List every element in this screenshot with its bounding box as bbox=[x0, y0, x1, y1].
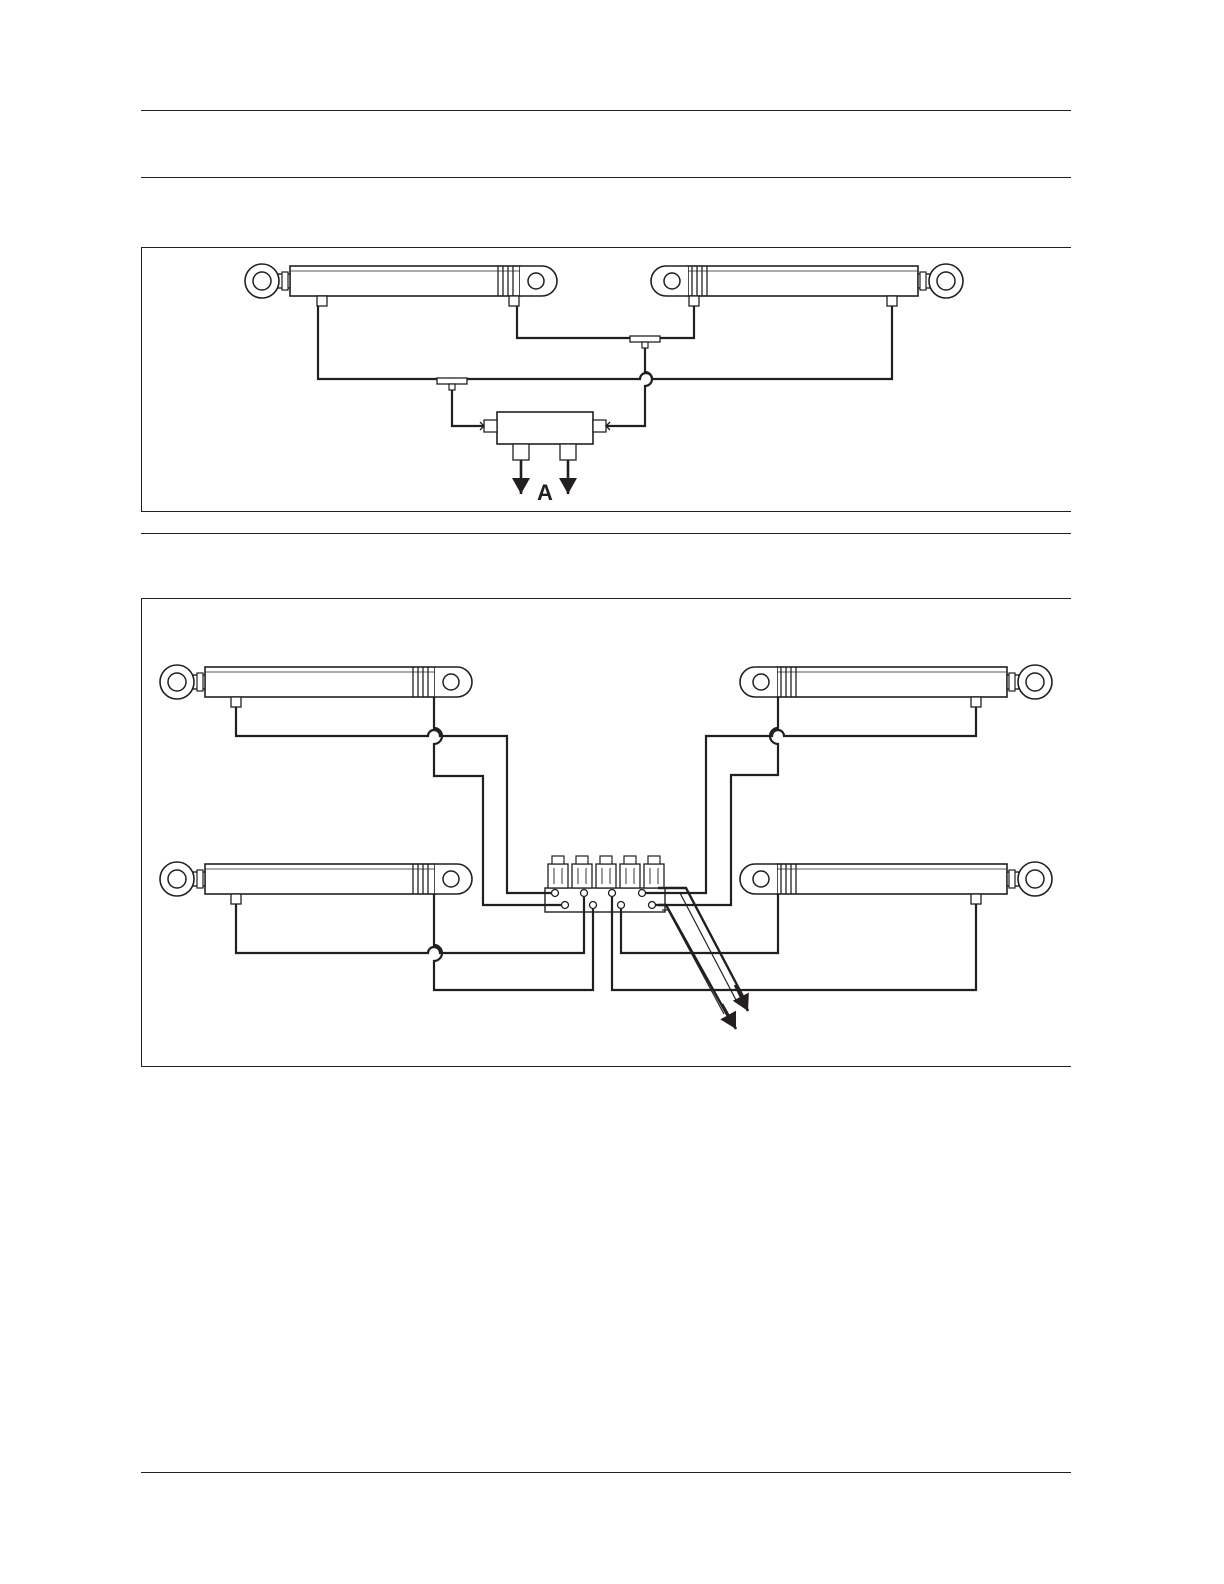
manifold-port bbox=[649, 902, 656, 909]
valve-outlet-right bbox=[560, 444, 576, 460]
port-bottom-right bbox=[971, 894, 981, 904]
hose-lower-to-valve bbox=[452, 388, 484, 426]
rod-nut bbox=[920, 272, 926, 290]
manifold-valve-cap bbox=[624, 856, 636, 864]
hose-upper-crossover bbox=[517, 306, 694, 338]
manifold-port bbox=[618, 902, 625, 909]
cylinder-end-hole bbox=[753, 871, 769, 887]
manifold-valve bbox=[572, 864, 592, 888]
tee-stem bbox=[449, 384, 455, 390]
port-left-cylinder bbox=[317, 296, 327, 306]
output-hose-outer bbox=[658, 905, 730, 1020]
rod-eye-hole bbox=[168, 673, 186, 691]
manifold-valve bbox=[548, 864, 568, 888]
tee-bar bbox=[630, 336, 660, 342]
cylinder-bottom-right bbox=[740, 862, 1052, 896]
cylinder-body bbox=[777, 667, 1007, 697]
arrow-head bbox=[559, 478, 577, 494]
output-arrow-left bbox=[512, 460, 530, 494]
valve-inlet-left bbox=[484, 420, 497, 432]
cylinder-right bbox=[651, 264, 963, 298]
manifold-valve-cap bbox=[648, 856, 660, 864]
valve-body bbox=[497, 412, 593, 444]
rod-eye-hole bbox=[1026, 673, 1044, 691]
cylinder-body bbox=[290, 266, 520, 296]
cylinder-end-hole bbox=[528, 273, 544, 289]
manifold-valve-cap bbox=[600, 856, 612, 864]
control-valve-block bbox=[480, 412, 610, 460]
manifold-port bbox=[639, 890, 646, 897]
output-arrow-right bbox=[559, 460, 577, 494]
output-hose-inner bbox=[662, 893, 736, 1000]
cylinder-end-hole bbox=[443, 674, 459, 690]
manifold-block bbox=[545, 856, 665, 912]
rod-nut bbox=[1009, 673, 1015, 691]
rod-eye-hole bbox=[253, 272, 271, 290]
rod-nut bbox=[197, 870, 203, 888]
manifold-port bbox=[609, 890, 616, 897]
port-left-cylinder-rod bbox=[509, 296, 519, 306]
rod-nut bbox=[197, 673, 203, 691]
rod-nut bbox=[282, 272, 288, 290]
hose-upper-to-valve bbox=[605, 348, 652, 426]
manifold-port bbox=[581, 890, 588, 897]
rod-eye-hole bbox=[1026, 870, 1044, 888]
rod-eye-hole bbox=[168, 870, 186, 888]
output-hose-inner bbox=[662, 910, 724, 1014]
figure-1-drawing: A bbox=[245, 264, 963, 505]
cylinder-end-hole bbox=[664, 273, 680, 289]
manifold-port bbox=[562, 902, 569, 909]
manifold-valve bbox=[620, 864, 640, 888]
tee-bar bbox=[437, 378, 467, 384]
label-a: A bbox=[537, 480, 553, 505]
rod-nut bbox=[1009, 870, 1015, 888]
port-top-right bbox=[971, 697, 981, 707]
manifold-valve-cap bbox=[576, 856, 588, 864]
figure-2-drawing bbox=[160, 665, 1052, 1029]
hose-lower-main bbox=[318, 306, 892, 379]
cylinder-body bbox=[205, 864, 435, 894]
cylinder-body bbox=[205, 667, 435, 697]
port-top-left bbox=[231, 697, 241, 707]
arrow-head bbox=[512, 478, 530, 494]
cylinder-bottom-left bbox=[160, 862, 472, 896]
tee-fitting-upper bbox=[630, 336, 660, 348]
manifold-valve bbox=[644, 864, 664, 888]
valve-inlet-right bbox=[593, 420, 606, 432]
cylinder-body bbox=[777, 864, 1007, 894]
cylinder-left bbox=[245, 264, 557, 298]
manifold-valve bbox=[596, 864, 616, 888]
port-right-cylinder-rod bbox=[689, 296, 699, 306]
cylinder-end-hole bbox=[443, 871, 459, 887]
manifold-valve-cap bbox=[552, 856, 564, 864]
hose-bottom-right-piston bbox=[612, 897, 976, 990]
port-right-cylinder bbox=[887, 296, 897, 306]
cylinder-end-hole bbox=[753, 674, 769, 690]
manifold-port bbox=[552, 890, 559, 897]
rod-eye-hole bbox=[937, 272, 955, 290]
cylinder-top-left bbox=[160, 665, 472, 699]
tee-stem bbox=[642, 342, 648, 348]
valve-outlet-left bbox=[513, 444, 529, 460]
cylinder-body bbox=[688, 266, 918, 296]
port-bottom-left bbox=[231, 894, 241, 904]
manifold-port bbox=[590, 902, 597, 909]
output-arrow-left bbox=[720, 1004, 736, 1029]
tee-fitting-lower bbox=[437, 378, 467, 390]
cylinder-top-right bbox=[740, 665, 1052, 699]
